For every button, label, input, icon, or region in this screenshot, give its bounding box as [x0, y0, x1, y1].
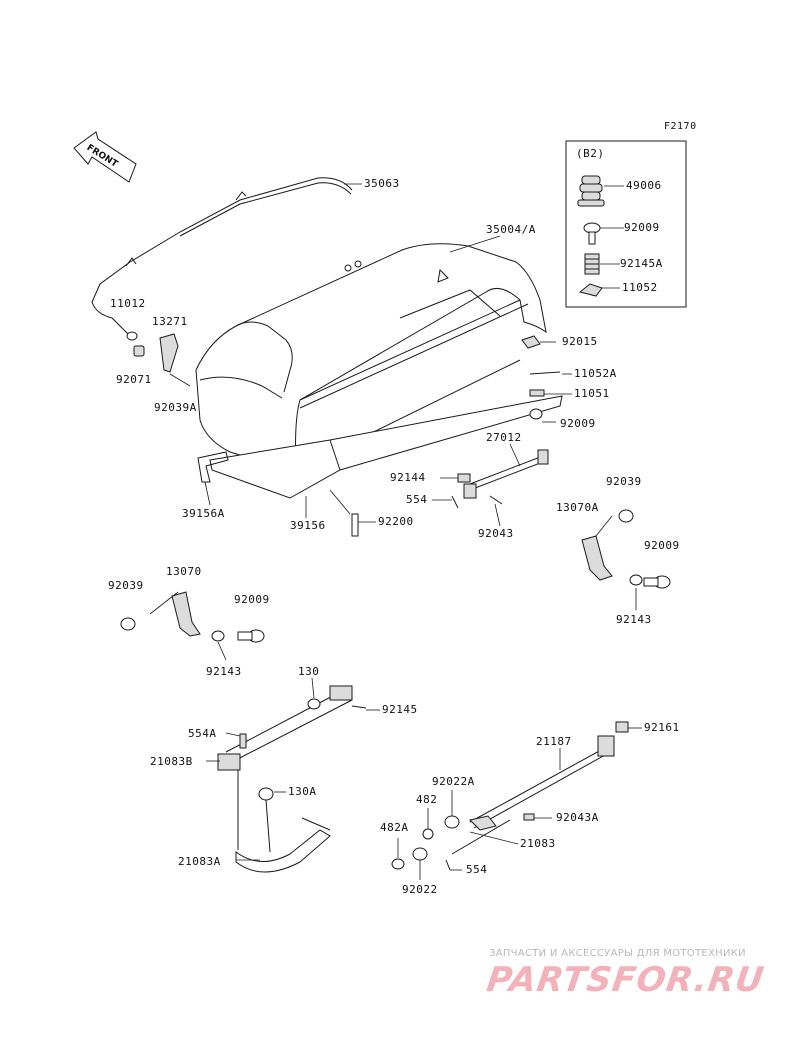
- label-39156: 39156: [290, 519, 326, 532]
- inset-clip-icon: [578, 283, 620, 297]
- label-92009b: 92009: [644, 539, 680, 552]
- nut-92071: [133, 345, 145, 357]
- label-130a: 130A: [288, 785, 317, 798]
- label-92022: 92022: [402, 883, 438, 896]
- screw-130a: [258, 787, 274, 801]
- clip-482: [422, 828, 434, 840]
- label-92143a: 92143: [616, 613, 652, 626]
- label-11012: 11012: [110, 297, 146, 310]
- bracket-13070a: [581, 535, 613, 581]
- pin-554b: [445, 859, 451, 871]
- screw-130: [307, 698, 321, 710]
- trunk-liner: [209, 395, 563, 499]
- lever-assembly-21083b: [217, 685, 353, 771]
- inset-label-92009: 92009: [624, 221, 660, 234]
- spring-92145: [351, 705, 367, 709]
- clip-92161: [615, 721, 629, 733]
- part-11051: [529, 389, 545, 397]
- fastener-92144: [457, 473, 471, 483]
- label-92143b: 92143: [206, 665, 242, 678]
- inset-label-11052: 11052: [622, 281, 658, 294]
- latch-27012: [463, 443, 549, 499]
- label-13271: 13271: [152, 315, 188, 328]
- label-92039b: 92039: [606, 475, 642, 488]
- label-13070a: 13070A: [556, 501, 599, 514]
- label-92022a: 92022A: [432, 775, 475, 788]
- bracket-13271: [159, 333, 179, 373]
- watermark-tagline: ЗАПЧАСТИ И АКСЕССУАРЫ ДЛЯ МОТОТЕХНИКИ: [489, 948, 746, 959]
- label-11051: 11051: [574, 387, 610, 400]
- clip-92015: [521, 335, 541, 349]
- label-554: 554: [406, 493, 428, 506]
- washer-92143b: [211, 630, 225, 642]
- lever-21083a: [235, 829, 331, 873]
- inset-bolt-icon: [583, 222, 624, 245]
- nut-92039c: [120, 617, 136, 631]
- label-92144: 92144: [390, 471, 426, 484]
- cable-35063: [91, 177, 353, 335]
- washer-92143a: [629, 574, 643, 586]
- washer-92022: [412, 847, 428, 861]
- lever-21083: [469, 815, 497, 831]
- label-21083b: 21083B: [150, 755, 193, 768]
- bracket-13070: [171, 591, 201, 637]
- inset-label-49006: 49006: [626, 179, 662, 192]
- label-35063: 35063: [364, 177, 400, 190]
- grommet-11012: [126, 331, 138, 341]
- label-21083a: 21083A: [178, 855, 221, 868]
- label-554b: 554: [466, 863, 488, 876]
- label-21187: 21187: [536, 735, 572, 748]
- label-92039c: 92039: [108, 579, 144, 592]
- label-92071: 92071: [116, 373, 152, 386]
- inset-rubber-bumper-icon: [577, 175, 624, 207]
- watermark-logo: PARTSFOR.RU: [484, 960, 767, 1000]
- label-92039a: 92039A: [154, 401, 197, 414]
- label-35004a: 35004/A: [486, 223, 536, 236]
- label-13070: 13070: [166, 565, 202, 578]
- label-130: 130: [298, 665, 320, 678]
- seal-92200: [351, 513, 359, 537]
- label-482: 482: [416, 793, 438, 806]
- figure-code: F2170: [664, 121, 697, 132]
- trim-39156a: [197, 451, 229, 483]
- label-27012: 27012: [486, 431, 522, 444]
- front-arrow-icon: [73, 131, 137, 183]
- label-482a: 482A: [380, 821, 409, 834]
- inset-spring-icon: [584, 253, 620, 275]
- bolt-92009c: [237, 631, 253, 641]
- label-92161: 92161: [644, 721, 680, 734]
- label-21083: 21083: [520, 837, 556, 850]
- nut-92039b: [618, 509, 634, 523]
- washer-92022a: [444, 815, 460, 829]
- label-92009a: 92009: [560, 417, 596, 430]
- label-554a: 554A: [188, 727, 217, 740]
- bolt-92009b: [643, 577, 659, 587]
- inset-label-92145a: 92145A: [620, 257, 663, 270]
- clip-482a: [391, 858, 405, 870]
- bolt-92009a: [529, 408, 543, 420]
- label-92043: 92043: [478, 527, 514, 540]
- rod-21187: [469, 735, 615, 829]
- inset-box: [565, 140, 687, 308]
- pin-92043a: [523, 813, 535, 821]
- label-92200: 92200: [378, 515, 414, 528]
- label-39156a: 39156A: [182, 507, 225, 520]
- inset-title: (B2): [576, 147, 605, 160]
- label-92015: 92015: [562, 335, 598, 348]
- label-92009c: 92009: [234, 593, 270, 606]
- label-92043a: 92043A: [556, 811, 599, 824]
- label-92145: 92145: [382, 703, 418, 716]
- label-11052a: 11052A: [574, 367, 617, 380]
